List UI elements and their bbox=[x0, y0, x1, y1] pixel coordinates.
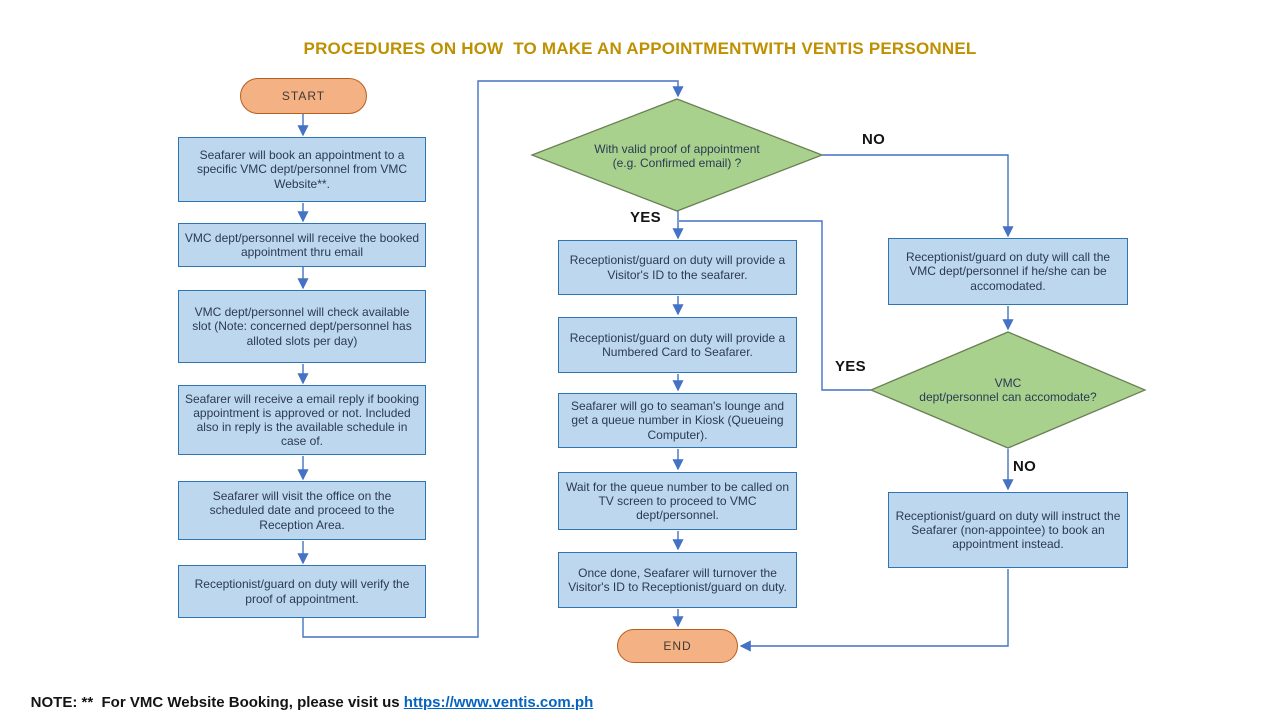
end-terminator: END bbox=[617, 629, 738, 663]
connector-decision2-yes-merge bbox=[679, 220, 871, 391]
process-call-dept-personnel: Receptionist/guard on duty will call the… bbox=[888, 238, 1128, 305]
decision2-no-label: NO bbox=[1013, 458, 1037, 475]
decision2-line2: dept/personnel can accomodate? bbox=[919, 390, 1097, 404]
connector-decision1-no-to-r1 bbox=[822, 154, 1014, 238]
decision1-valid-proof: With valid proof of appointment (e.g. Co… bbox=[594, 141, 760, 170]
footer-note: NOTE: ** For VMC Website Booking, please… bbox=[14, 677, 594, 720]
decision1-yes-label: YES bbox=[630, 209, 661, 226]
process-book-appointment: Seafarer will book an appointment to a s… bbox=[178, 137, 426, 202]
footer-note-text: NOTE: ** For VMC Website Booking, please… bbox=[30, 694, 404, 711]
connector-l6-to-decision1 bbox=[302, 80, 684, 638]
decision2-yes-label: YES bbox=[835, 358, 866, 375]
process-return-visitor-id: Once done, Seafarer will turnover the Vi… bbox=[558, 552, 797, 608]
process-provide-numbered-card: Receptionist/guard on duty will provide … bbox=[558, 317, 797, 373]
decision2-line1: VMC bbox=[994, 375, 1022, 390]
process-wait-queue-call: Wait for the queue number to be called o… bbox=[558, 472, 797, 530]
process-visit-office: Seafarer will visit the office on the sc… bbox=[178, 481, 426, 540]
decision1-diamond-shape bbox=[530, 98, 824, 212]
process-verify-proof: Receptionist/guard on duty will verify t… bbox=[178, 565, 426, 618]
process-receive-booking-email: VMC dept/personnel will receive the book… bbox=[178, 223, 426, 267]
connector-r2-to-end bbox=[739, 569, 1009, 652]
process-instruct-book-instead: Receptionist/guard on duty will instruct… bbox=[888, 492, 1128, 568]
diagram-title: PROCEDURES ON HOW TO MAKE AN APPOINTMENT… bbox=[303, 39, 977, 58]
decision2-diamond-shape bbox=[869, 331, 1147, 449]
process-check-available-slot: VMC dept/personnel will check available … bbox=[178, 290, 426, 363]
start-terminator: START bbox=[240, 78, 367, 114]
process-get-queue-number: Seafarer will go to seaman's lounge and … bbox=[558, 393, 797, 448]
process-email-reply: Seafarer will receive a email reply if b… bbox=[178, 385, 426, 455]
decision2-can-accomodate: VMC dept/personnel can accomodate? bbox=[918, 353, 1098, 427]
decision1-no-label: NO bbox=[862, 131, 886, 148]
ventis-website-link[interactable]: https://www.ventis.com.ph bbox=[403, 694, 594, 711]
process-provide-visitor-id: Receptionist/guard on duty will provide … bbox=[558, 240, 797, 295]
